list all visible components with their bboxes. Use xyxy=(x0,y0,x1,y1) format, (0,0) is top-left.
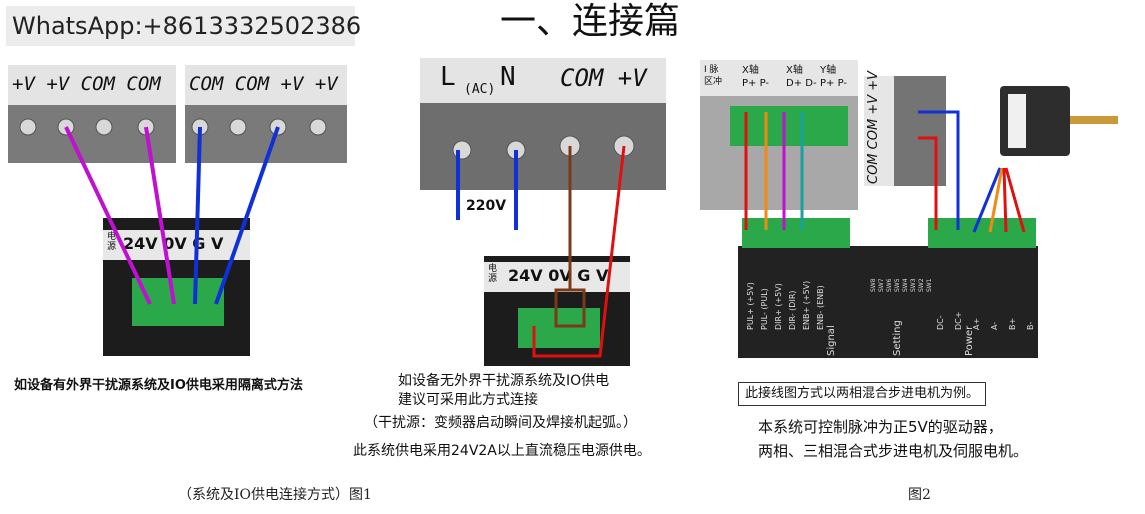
fig2-desc-2: 两相、三相混合式步进电机及伺服电机。 xyxy=(758,442,1029,460)
psu-photo-right: L (AC) N COM +V xyxy=(420,58,666,190)
wire-left-magenta-1 xyxy=(64,126,152,305)
wire-motor-b1 xyxy=(1002,167,1008,233)
whatsapp-contact: WhatsApp:+8613332502386 xyxy=(6,6,361,46)
caption-shared-1: 如设备无外界干扰源系统及IO供电 xyxy=(398,373,610,389)
wire-red-v xyxy=(532,145,626,358)
wire-motor-b2 xyxy=(1004,167,1026,233)
wire-brown-com xyxy=(554,146,586,328)
header-label-x2: X轴 D+ D- xyxy=(786,65,817,89)
page-title: 一、连接篇 xyxy=(499,1,680,42)
caption-shared-4: 此系统供电采用24V2A以上直流稳压电源供电。 xyxy=(353,443,651,459)
wire-motor-a2 xyxy=(988,167,1004,233)
psu-label-b: COM COM +V +V xyxy=(189,73,338,95)
psu-ac-label: (AC) xyxy=(464,82,496,97)
stepper-motor xyxy=(1000,86,1118,156)
connector-left xyxy=(132,278,224,326)
header-terminal-block xyxy=(730,106,848,146)
caption-shared-3: （干扰源：变频器启动瞬间及焊接机起弧。） xyxy=(364,415,637,431)
caption-shared-2: 建议可采用此方式连接 xyxy=(398,392,538,408)
psu-com-v-label: COM +V xyxy=(560,64,647,92)
psu-l-label: L xyxy=(440,62,456,92)
wire-left-blue-2 xyxy=(214,126,280,305)
figure-caption-2: 图2 xyxy=(908,487,931,503)
controller-header-photo: I 脉区冲 X轴 P+ P- X轴 D+ D- Y轴 P+ P- xyxy=(700,60,858,210)
driver-power-terminals xyxy=(928,218,1036,248)
header-label-x1: X轴 P+ P- xyxy=(742,65,770,89)
stepper-driver xyxy=(738,246,1038,358)
power-label-right: 电源 xyxy=(488,264,498,284)
voltage-label: 220V xyxy=(466,198,507,214)
psu-n-label: N xyxy=(500,62,516,92)
controller-label-right: 24V 0V G V xyxy=(508,266,609,285)
connector-right xyxy=(518,308,600,348)
fig2-boxed-note: 此接线图方式以两相混合步进电机为例。 xyxy=(738,382,987,406)
driver-signal-terminals xyxy=(742,218,850,248)
wire-motor-a1 xyxy=(972,167,1002,233)
power-label-left: 电源 xyxy=(107,232,117,252)
psu-screws-left xyxy=(19,118,327,136)
fig2-desc-1: 本系统可控制脉冲为正5V的驱动器， xyxy=(758,418,1003,436)
wire-fig2-red-psu xyxy=(918,136,938,230)
psu-photo-left-b: COM COM +V +V xyxy=(185,65,347,163)
psu-screws-right xyxy=(452,135,635,160)
psu-photo-left-a: +V +V COM COM xyxy=(8,65,176,163)
figure-caption-1: （系统及IO供电连接方式）图1 xyxy=(178,487,372,503)
wire-left-blue-1 xyxy=(193,126,202,305)
psu-label-a: +V +V COM COM xyxy=(12,73,161,95)
wire-fig2-blue-psu xyxy=(918,110,960,230)
wire-left-magenta-2 xyxy=(144,126,176,305)
header-label-pulse: I 脉区冲 xyxy=(704,65,723,87)
caption-isolated: 如设备有外界干扰源系统及IO供电采用隔离式方法 xyxy=(14,378,303,393)
header-label-y: Y轴 P+ P- xyxy=(820,65,848,89)
